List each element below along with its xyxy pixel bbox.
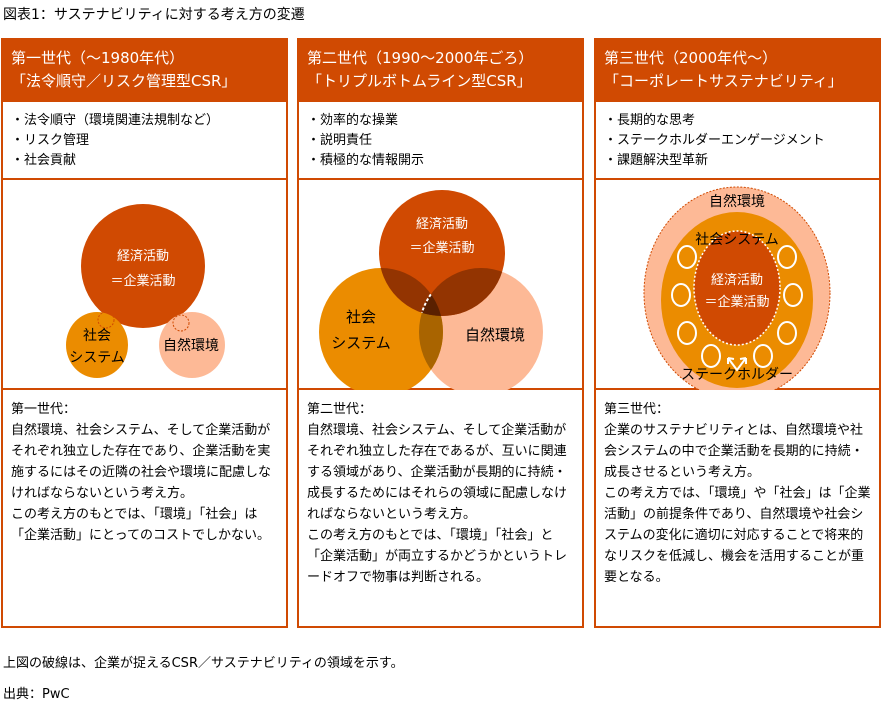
stakeholder-circle [753,344,773,368]
bullet: ・説明責任 [307,133,373,148]
description: 第二世代： 自然環境、社会システム、そして企業活動がそれぞれ独立した存在であるが… [299,390,582,597]
panel-header: 第三世代（2000年代～） 「コーポレートサステナビリティ」 [596,40,879,102]
header-line: 第三世代（2000年代～） [604,49,778,67]
panel-first-generation: 第一世代（～1980年代） 「法令順守／リスク管理型CSR」 ・法令順守（環境関… [1,38,288,628]
society-label: 社会 [346,308,376,326]
bullet: ・積極的な情報開示 [307,153,425,168]
desc-line: この考え方のもとでは、「環境」「社会」は「企業活動」にとってのコストでしかない。 [11,507,270,543]
bullet: ・効率的な操業 [307,113,399,128]
diagram-svg: 経済活動 ＝企業活動 社会 システム 自然環境 [66,204,225,378]
environment-label: 自然環境 [465,326,525,344]
overlap-econ-env [419,268,505,316]
diagram: 経済活動 ＝企業活動 社会 システム 自然環境 [299,180,582,390]
economy-label: 経済活動 [117,248,169,264]
panel-third-generation: 第三世代（2000年代～） 「コーポレートサステナビリティ」 ・長期的な思考 ・… [594,38,881,628]
stakeholder-circles [671,245,803,368]
header-line: 「トリプルボトムライン型CSR」 [307,72,532,90]
bullet: ・社会貢献 [11,153,77,168]
economy-circle [81,204,205,328]
economy-label: ＝企業活動 [110,273,175,289]
economy-label: 経済活動 [711,272,763,288]
desc-line: 自然環境、社会システム、そして企業活動がそれぞれ独立した存在であるが、互いに関連… [307,423,568,522]
diagram: 経済活動 ＝企業活動 社会 システム 自然環境 [3,180,286,390]
dotted-overlap [172,314,190,332]
economy-label: ＝企業活動 [704,294,769,310]
header-line: 「コーポレートサステナビリティ」 [604,72,843,90]
panel-second-generation: 第二世代（1990～2000年ごろ） 「トリプルボトムライン型CSR」 ・効率的… [297,38,584,628]
stakeholder-circle [777,321,797,345]
environment-label: 自然環境 [709,193,765,210]
dotted-overlap [97,311,115,329]
panel-header: 第二世代（1990～2000年ごろ） 「トリプルボトムライン型CSR」 [299,40,582,102]
overlap-econ-soc [379,268,443,316]
bullet: ・長期的な思考 [604,113,696,128]
figure-title: 図表1：サステナビリティに対する考え方の変遷 [3,7,305,23]
bullet-list: ・効率的な操業 ・説明責任 ・積極的な情報開示 [299,102,582,180]
diagram-svg: 自然環境 社会システム 経済活動 ＝企業活動 ステークホルダー [643,186,831,390]
description: 第一世代： 自然環境、社会システム、そして企業活動がそれぞれ独立した存在であり、… [3,390,286,555]
header-line: 「法令順守／リスク管理型CSR」 [11,72,237,90]
bullet-list: ・法令順守（環境関連法規制など） ・リスク管理 ・社会貢献 [3,102,286,180]
header-line: 第一世代（～1980年代） [11,49,185,67]
desc-line: 自然環境、社会システム、そして企業活動がそれぞれ独立した存在であり、企業活動を実… [11,423,272,501]
environment-label: 自然環境 [163,337,219,354]
stakeholder-circle [701,344,721,368]
society-label: システム [331,334,391,352]
desc-line: 第三世代： [604,402,670,417]
stakeholder-circle [677,321,697,345]
economy-label: 経済活動 [416,216,468,232]
society-label: システム [69,350,125,366]
desc-line: 第二世代： [307,402,373,417]
diagram-svg: 経済活動 ＝企業活動 社会 システム 自然環境 [319,190,543,390]
society-label: 社会 [83,328,111,344]
society-label: 社会システム [695,232,779,248]
footnote: 上図の破線は、企業が捉えるCSR／サステナビリティの領域を示す。 [3,656,404,671]
economy-label: ＝企業活動 [409,240,474,256]
society-circle [66,312,128,378]
panel-header: 第一世代（～1980年代） 「法令順守／リスク管理型CSR」 [3,40,286,102]
source: 出典：PwC [3,687,70,702]
bullet-list: ・長期的な思考 ・ステークホルダーエンゲージメント ・課題解決型革新 [596,102,879,180]
desc-line: 企業のサステナビリティとは、自然環境や社会システムの中で企業活動を長期的に持続・… [604,423,864,480]
bullet: ・ステークホルダーエンゲージメント [604,133,825,148]
description: 第三世代： 企業のサステナビリティとは、自然環境や社会システムの中で企業活動を長… [596,390,879,597]
stakeholder-circle [777,245,797,269]
stakeholder-label: ステークホルダー [681,367,793,383]
bullet: ・法令順守（環境関連法規制など） [11,113,220,128]
two-way-arrow-icon [727,357,747,372]
desc-line: この考え方では、「環境」や「社会」は「企業活動」の前提条件であり、自然環境や社会… [604,486,871,585]
diagram: 自然環境 社会システム 経済活動 ＝企業活動 ステークホルダー [596,180,879,390]
bullet: ・課題解決型革新 [604,153,709,168]
bullet: ・リスク管理 [11,133,90,148]
economy-ellipse [693,230,781,346]
stakeholder-circle [677,245,697,269]
desc-line: この考え方のもとでは、「環境」「社会」と「企業活動」が両立するかどうかというトレ… [307,528,568,585]
stakeholder-circle [783,283,803,307]
header-line: 第二世代（1990～2000年ごろ） [307,49,534,67]
stakeholder-circle [671,283,691,307]
desc-line: 第一世代： [11,402,77,417]
